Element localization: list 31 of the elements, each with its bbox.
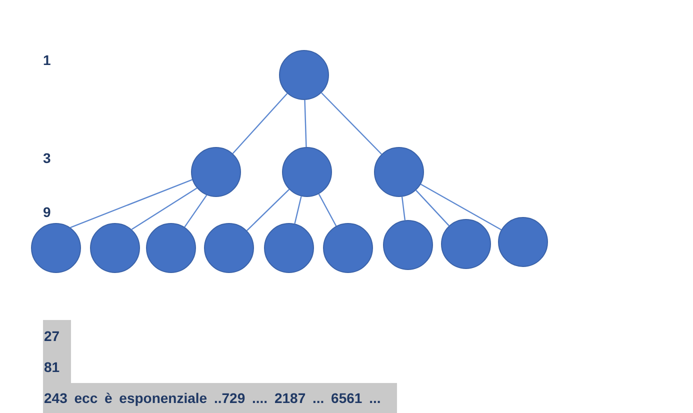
tree-node-circle [90,223,140,273]
tree-node-circle [282,147,332,197]
tree-node-circle [31,223,81,273]
connector-line [304,100,307,148]
connector-line [232,93,288,154]
connector-line [294,196,302,224]
connector-line [70,179,192,228]
tree-node-circle [374,147,424,197]
tree-node-circle [441,219,491,269]
tree-node-circle [264,223,314,273]
tree-node-circle [279,50,329,100]
highlighted-text: 27 [43,320,71,351]
connector-line [420,184,502,230]
connector-line [401,196,406,220]
level-count-label: 9 [43,204,51,220]
highlighted-text: 243 ecc è esponenziale ..729 .... 2187 ... 6561 ... [43,383,397,413]
tree-node-circle [383,220,433,270]
connector-line [246,189,290,231]
level-count-label: 1 [43,52,51,68]
tree-node-circle [498,217,548,267]
connector-line [321,92,382,155]
connector-line [131,188,198,230]
tree-node-circle [191,147,241,197]
connector-line [416,190,450,226]
connector-line [318,194,337,226]
tree-node-circle [323,223,373,273]
connector-line [184,194,208,228]
tree-node-circle [146,223,196,273]
highlighted-text: 81 [43,351,71,383]
level-count-label: 3 [43,150,51,166]
tree-node-circle [204,223,254,273]
